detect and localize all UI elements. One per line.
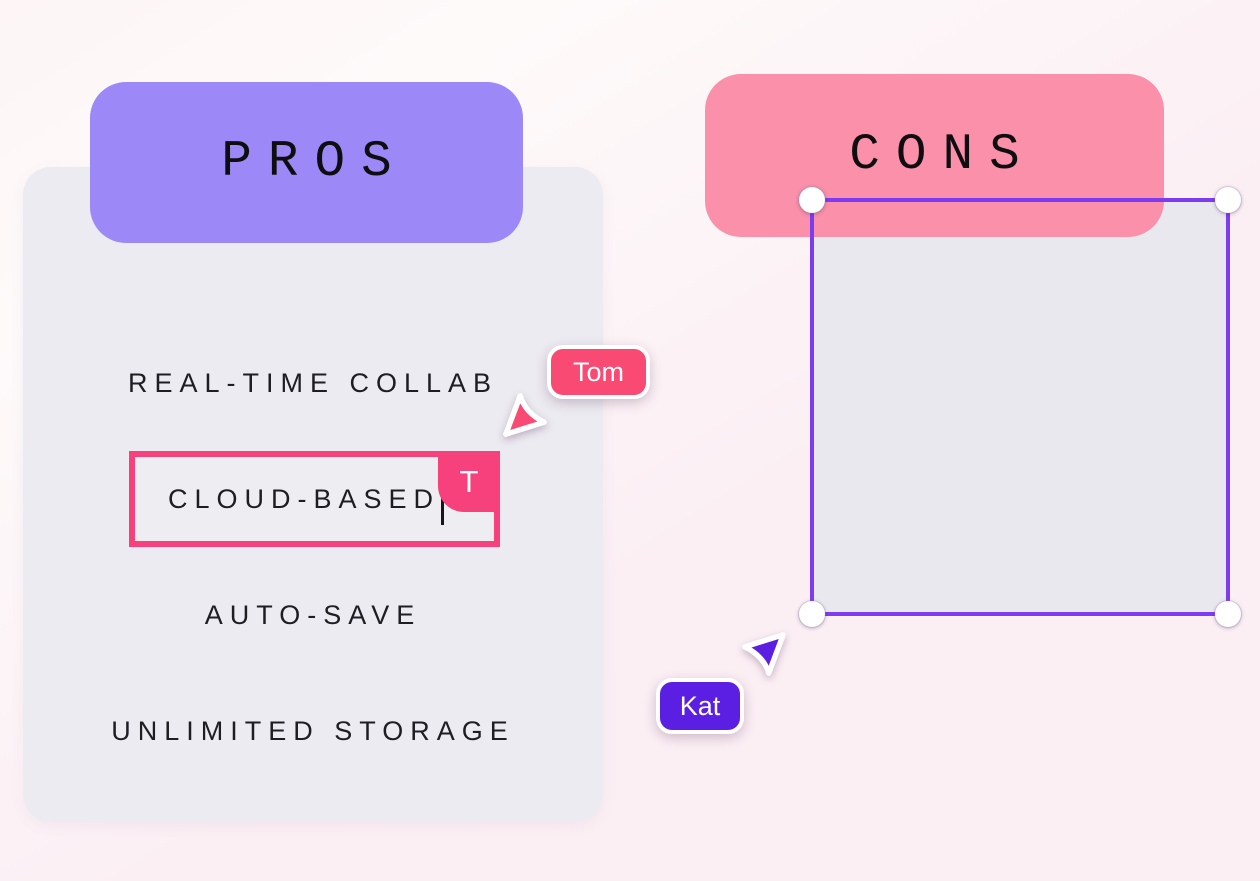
selection-handle-top-left[interactable] [799,187,825,213]
selection-handle-top-right[interactable] [1215,187,1241,213]
selected-rectangle[interactable] [812,200,1228,614]
edit-text-value: CLOUD-BASED [168,483,441,514]
selection-handle-bottom-right[interactable] [1215,601,1241,627]
list-item-real-time-collab[interactable]: REAL-TIME COLLAB [127,368,499,398]
cons-title: CONS [849,127,1036,184]
pros-title: PROS [221,134,408,191]
cursor-icon-tom [503,393,547,437]
user-label-tom: Tom [547,345,650,399]
user-name-kat: Kat [679,690,721,721]
editor-badge-tom: T [438,451,500,512]
user-name-tom: Tom [572,356,624,387]
pros-card-header[interactable]: PROS [90,82,523,243]
list-item-unlimited-storage[interactable]: UNLIMITED STORAGE [111,716,515,746]
cons-card-header[interactable]: CONS [705,74,1164,237]
cursor-icon-kat [742,632,786,676]
list-item-auto-save[interactable]: AUTO-SAVE [204,600,422,630]
text-edit-box[interactable]: CLOUD-BASED T [129,451,500,547]
selection-outline [810,198,1230,616]
selection-handle-bottom-left[interactable] [799,601,825,627]
user-label-kat: Kat [656,678,744,734]
